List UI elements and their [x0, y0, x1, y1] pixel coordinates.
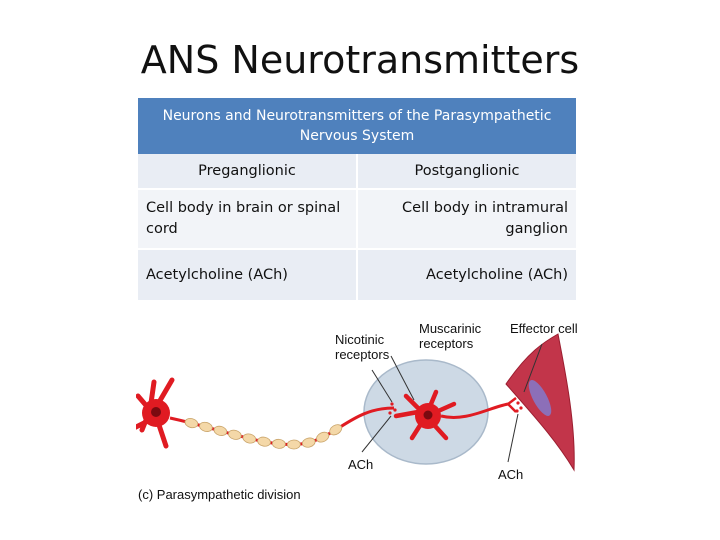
- myelin-segment: [315, 430, 331, 444]
- table-caption-row: Neurons and Neurotransmitters of the Par…: [138, 98, 576, 154]
- myelin-sheath: [184, 417, 344, 449]
- table-cell: Acetylcholine (ACh): [357, 249, 576, 300]
- myelin-segment: [184, 417, 199, 429]
- table-row: Cell body in brain or spinal cord Cell b…: [138, 189, 576, 249]
- column-header-postganglionic: Postganglionic: [357, 154, 576, 189]
- axon-terminal: [508, 398, 516, 412]
- figure-caption: (c) Parasympathetic division: [138, 487, 301, 502]
- table-cell: Cell body in intramural ganglion: [357, 189, 576, 249]
- myelin-segment: [287, 440, 300, 449]
- myelin-segment: [227, 429, 242, 441]
- myelin-segment: [257, 436, 271, 447]
- neurotransmitter-table: Neurons and Neurotransmitters of the Par…: [138, 98, 576, 300]
- column-header-preganglionic: Preganglionic: [138, 154, 357, 189]
- myelin-segment: [242, 433, 257, 445]
- myelin-segment: [301, 437, 316, 449]
- myelin-segment: [272, 439, 286, 449]
- preganglionic-cell-body: [136, 380, 172, 446]
- table-caption: Neurons and Neurotransmitters of the Par…: [138, 98, 576, 154]
- table-cell: Cell body in brain or spinal cord: [138, 189, 357, 249]
- table-row: Acetylcholine (ACh) Acetylcholine (ACh): [138, 249, 576, 300]
- preganglionic-axon: [170, 408, 394, 449]
- table-header-row: Preganglionic Postganglionic: [138, 154, 576, 189]
- table-cell: Acetylcholine (ACh): [138, 249, 357, 300]
- myelin-segment: [198, 421, 213, 433]
- effector-cell-label: Effector cell: [510, 321, 578, 336]
- myelin-segment: [213, 425, 228, 437]
- ach-label: ACh: [498, 467, 523, 482]
- ach-label: ACh: [348, 457, 373, 472]
- slide-title: ANS Neurotransmitters: [0, 38, 720, 82]
